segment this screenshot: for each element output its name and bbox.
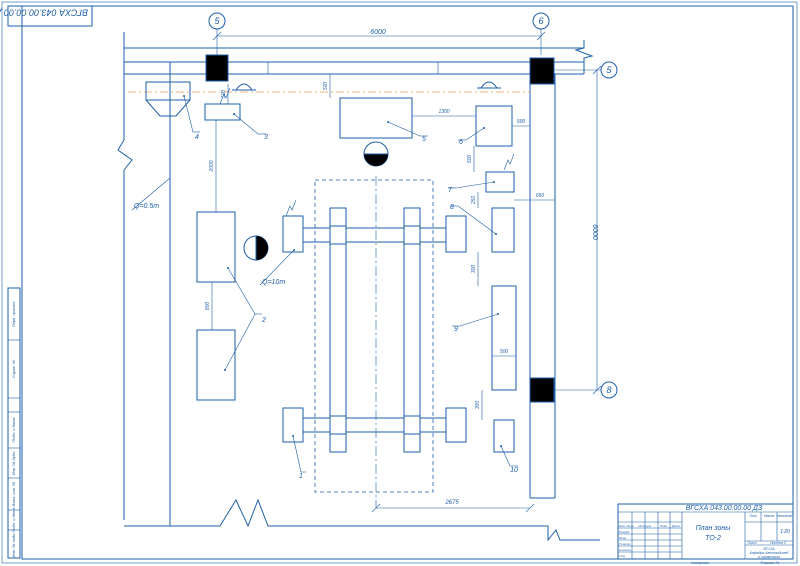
svg-text:Кафедра Автомобилей: Кафедра Автомобилей (750, 551, 789, 555)
svg-text:Листов 1: Листов 1 (769, 541, 786, 545)
svg-text:1300: 1300 (438, 109, 449, 115)
item-3-box (204, 103, 241, 121)
svg-text:5: 5 (606, 65, 612, 75)
item-6-box (475, 105, 513, 147)
svg-text:800: 800 (205, 302, 211, 311)
svg-text:500: 500 (517, 119, 526, 125)
axis-5-top: 5 (208, 12, 226, 55)
svg-text:650: 650 (536, 193, 545, 199)
title-line-2: ТО-2 (705, 535, 721, 542)
left-side-strip: Перв. примен. Справ. № Подп. и дата Инв.… (7, 287, 21, 559)
item-8-box (491, 207, 515, 253)
lamp-right-icon (477, 81, 501, 89)
column-axis8 (529, 377, 555, 403)
svg-text:6000: 6000 (591, 224, 598, 240)
svg-text:300: 300 (475, 401, 481, 410)
callout-numbers: 1 2 3 4 5 6 7 8 9 10 (195, 134, 518, 480)
vehicle-frame (282, 207, 467, 453)
svg-text:Изм. Лист: Изм. Лист (619, 524, 634, 528)
svg-text:Q=10т: Q=10т (262, 279, 285, 286)
svg-text:8: 8 (606, 385, 611, 395)
dim-top-6000: 6000 (212, 29, 546, 41)
item-2-upper-box (196, 211, 236, 283)
svg-text:Формат А1: Формат А1 (760, 561, 779, 565)
svg-text:2000: 2000 (209, 160, 215, 172)
title-block-scale: 1:20 (780, 529, 790, 535)
svg-text:4: 4 (195, 134, 199, 141)
svg-text:7: 7 (448, 187, 453, 194)
svg-text:Т.контр.: Т.контр. (619, 542, 631, 546)
title-block: ВГСХА 043.00.00.00 ДЗ План зоны ТО-2 Лит… (617, 503, 794, 565)
svg-text:Масса: Масса (764, 514, 774, 518)
strip-label-7: Инв. № подл. (11, 533, 16, 558)
svg-text:5: 5 (214, 16, 220, 26)
svg-text:5: 5 (422, 136, 426, 143)
svg-text:6000: 6000 (370, 29, 386, 36)
item-2-lower-box (196, 329, 236, 401)
svg-text:10: 10 (510, 467, 518, 474)
rotated-stamp-box (7, 5, 93, 27)
title-line-1: План зоны (696, 525, 732, 532)
svg-text:500: 500 (323, 82, 329, 91)
column-axis5-top (205, 54, 229, 82)
svg-text:Пров.: Пров. (619, 536, 627, 540)
load-label-0-5t: Q=0.5т (131, 177, 171, 211)
item-5-box (339, 97, 413, 139)
svg-text:Лит: Лит (748, 514, 756, 518)
svg-text:ВГСХА: ВГСХА (763, 547, 775, 551)
item-7-box (485, 171, 515, 193)
svg-text:300: 300 (471, 265, 477, 274)
svg-text:6: 6 (538, 16, 543, 26)
center-dots (224, 113, 502, 447)
svg-text:Копировал: Копировал (691, 561, 708, 565)
lamp-left-icon (232, 83, 256, 91)
item-4-hopper (145, 81, 191, 117)
strip-label-3: Подп. и дата (11, 417, 16, 443)
half-circle-symbol-top (363, 141, 389, 167)
svg-text:Масштаб: Масштаб (777, 514, 794, 518)
svg-text:2675: 2675 (444, 500, 459, 506)
item-9-box (491, 285, 517, 391)
load-label-10t: Q=10т (259, 249, 295, 286)
svg-text:3: 3 (264, 134, 268, 141)
dim-right-6000: 6000 (591, 65, 602, 395)
column-axis6-top (529, 57, 555, 85)
svg-text:8: 8 (450, 204, 454, 211)
half-circle-symbol-left (243, 235, 269, 261)
axis-5-right: 5 (555, 61, 618, 79)
strip-label-5: Взам. инв. № (11, 481, 16, 506)
svg-text:1: 1 (299, 473, 303, 480)
rotated-stamp-code: ВГСХА 043.00.00.00 ДЗ (0, 8, 88, 18)
strip-label-2: Справ. № (11, 359, 16, 378)
svg-text:6: 6 (459, 139, 463, 146)
inner-frame (21, 5, 794, 560)
svg-text:Лист: Лист (746, 541, 756, 545)
svg-text:500: 500 (467, 155, 473, 164)
svg-text:Подп.: Подп. (660, 524, 668, 528)
svg-text:500: 500 (500, 349, 509, 355)
svg-text:Q=0.5т: Q=0.5т (134, 203, 159, 210)
svg-text:и тракторов: и тракторов (758, 555, 780, 559)
title-block-code: ВГСХА 043.00.00.00 ДЗ (686, 505, 763, 512)
svg-text:2: 2 (261, 317, 266, 324)
svg-text:9: 9 (454, 326, 458, 333)
strip-label-1: Перв. примен. (11, 301, 16, 328)
svg-text:Разраб.: Разраб. (619, 530, 630, 534)
building-walls (117, 32, 600, 542)
strip-label-4: Инв. № дубл. (11, 451, 16, 476)
axis-8-right: 8 (555, 381, 618, 399)
axis-6-top: 6 (532, 12, 550, 55)
inspection-pit-outline (314, 179, 434, 493)
callout-leaders (183, 87, 518, 473)
svg-text:Н.контр.: Н.контр. (619, 548, 632, 552)
svg-text:250: 250 (471, 196, 477, 206)
svg-text:Дата: Дата (671, 524, 680, 528)
dimension-lines-internal (211, 74, 555, 513)
svg-text:Утв.: Утв. (619, 554, 626, 558)
svg-text:№ докум.: № докум. (638, 524, 651, 528)
item-10-box (493, 419, 515, 453)
strip-label-6: Подп. и дата (11, 507, 16, 533)
